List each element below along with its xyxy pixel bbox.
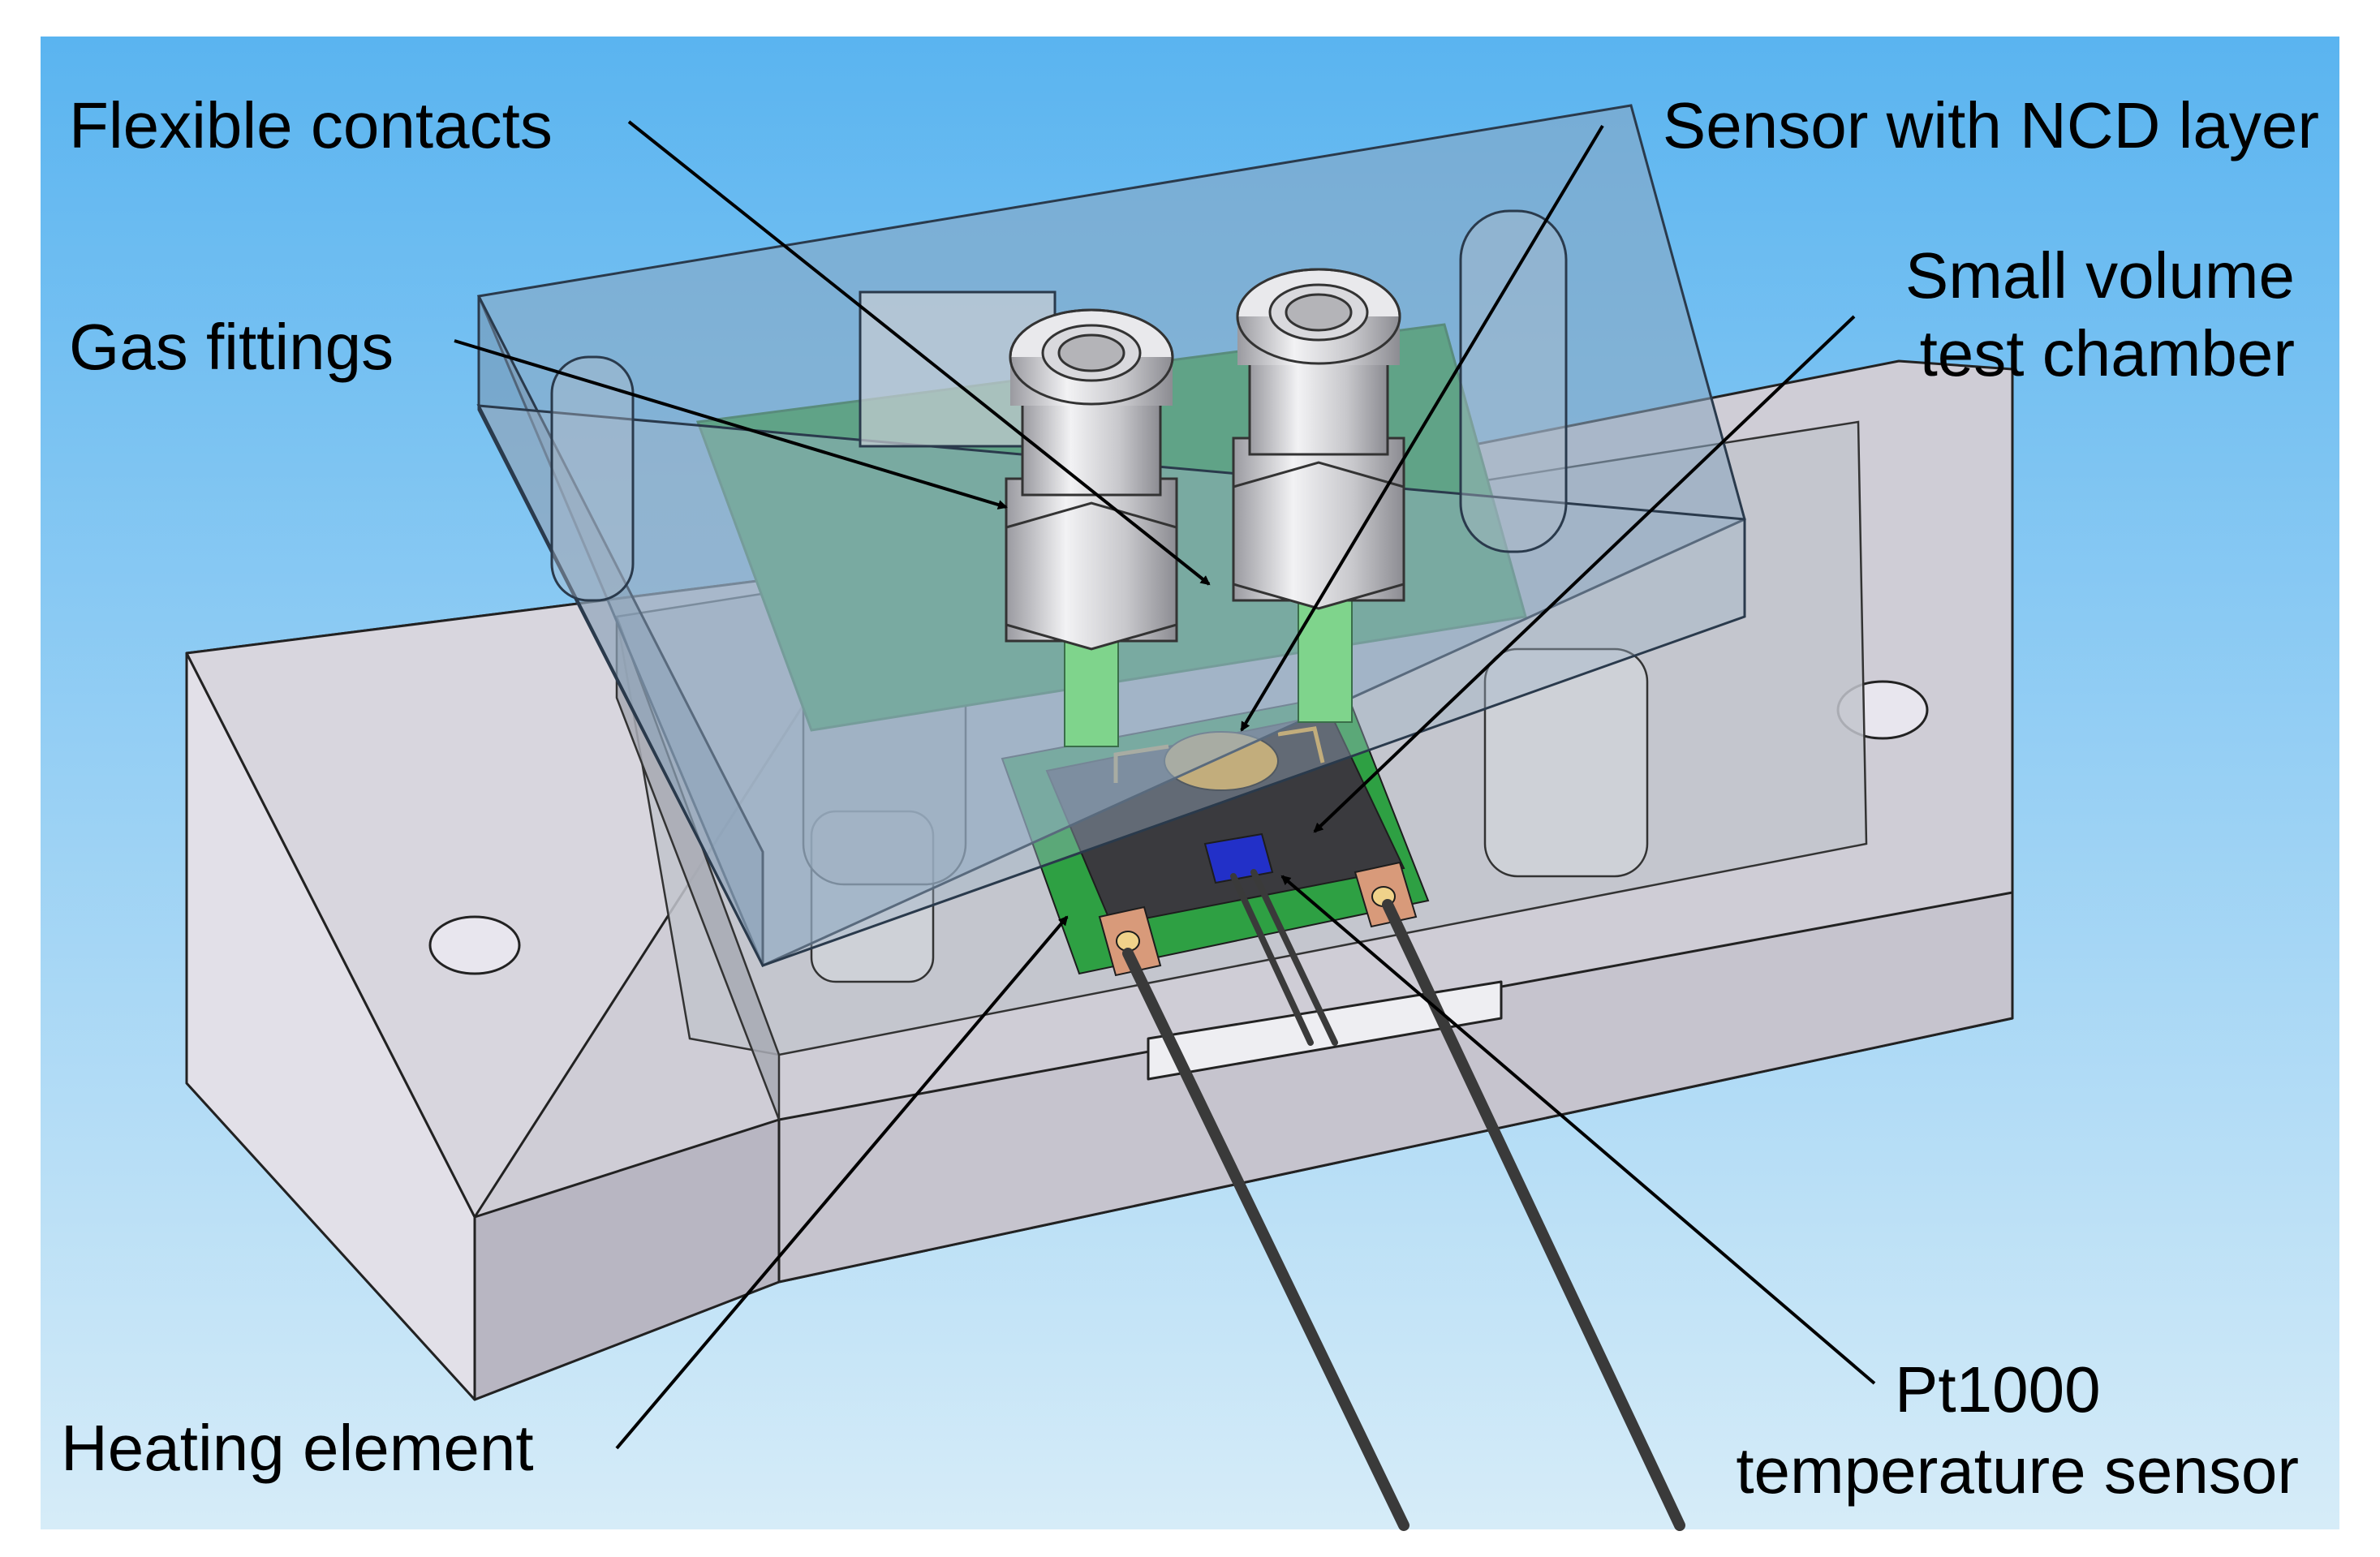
mount-hole-left bbox=[428, 915, 521, 975]
arrow-pt1000 bbox=[1280, 875, 1876, 1385]
label-pt1000-line1: Pt1000 bbox=[1895, 1353, 2101, 1426]
label-sensor-ncd: Sensor with NCD layer bbox=[1662, 89, 2319, 161]
arrow-heating-element bbox=[615, 915, 1069, 1450]
label-gas-fittings: Gas fittings bbox=[69, 311, 394, 383]
arrow-flexible-contacts bbox=[627, 120, 1211, 586]
leader-arrows bbox=[454, 120, 1876, 1450]
arrow-gas-fittings bbox=[454, 339, 1008, 510]
gas-fitting-right bbox=[1232, 268, 1405, 610]
label-small-volume-line2: test chamber bbox=[1919, 317, 2295, 389]
label-pt1000-line2: temperature sensor bbox=[1736, 1434, 2299, 1507]
lead-slot bbox=[1147, 980, 1503, 1081]
gas-fitting-left bbox=[1005, 308, 1178, 651]
label-flexible-contacts: Flexible contacts bbox=[69, 89, 553, 161]
label-small-volume-line1: Small volume bbox=[1904, 239, 2295, 312]
arrow-sensor-ncd bbox=[1240, 124, 1604, 732]
arrow-small-volume bbox=[1313, 315, 1856, 833]
label-heating-element: Heating element bbox=[61, 1412, 534, 1484]
